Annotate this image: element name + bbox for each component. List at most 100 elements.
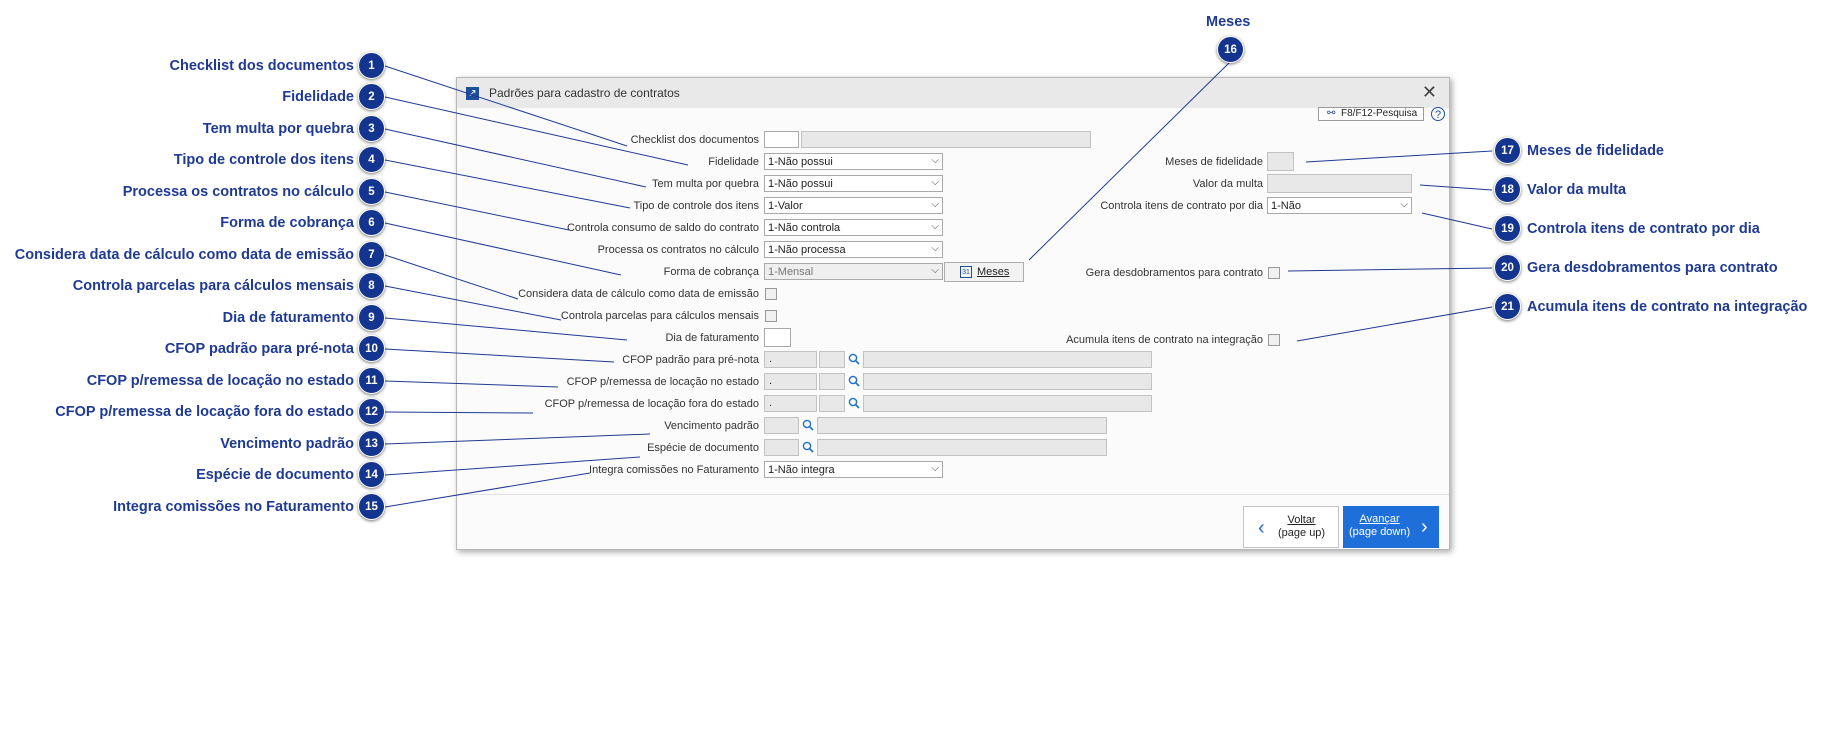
- search-icon[interactable]: [848, 375, 860, 387]
- callout-badge-20: 20: [1494, 254, 1521, 281]
- search-button[interactable]: ⚯ F8/F12-Pesquisa: [1318, 107, 1424, 121]
- acumula-itens-checkbox[interactable]: [1268, 334, 1280, 346]
- callout-label-1: Checklist dos documentos: [169, 58, 354, 74]
- callout-badge-11: 11: [358, 367, 385, 394]
- back-button-label: Voltar(page up): [1278, 514, 1325, 540]
- callout-badge-6: 6: [358, 209, 385, 236]
- dia-faturamento-field[interactable]: [764, 328, 791, 347]
- callout-label-9: Dia de faturamento: [222, 310, 354, 326]
- search-icon[interactable]: [802, 441, 814, 453]
- close-icon[interactable]: ✕: [1421, 82, 1437, 102]
- callout-label-18: Valor da multa: [1527, 182, 1627, 198]
- search-icon[interactable]: [848, 353, 860, 365]
- multa-quebra-select[interactable]: 1-Não possui⌵: [764, 175, 943, 192]
- callout-label-2: Fidelidade: [282, 89, 354, 105]
- app-icon: ↗: [466, 87, 479, 100]
- search-button-label: F8/F12-Pesquisa: [1341, 108, 1418, 119]
- forma-cobranca-value: 1-Mensal: [768, 266, 814, 278]
- multa-quebra-label: Tem multa por quebra: [652, 178, 759, 190]
- callout-label-5: Processa os contratos no cálculo: [122, 184, 354, 200]
- next-button[interactable]: Avançar(page down) ›: [1343, 506, 1439, 548]
- footer-divider: [457, 494, 1449, 495]
- callout-label-4: Tipo de controle dos itens: [173, 152, 354, 168]
- callout-badge-18: 18: [1494, 176, 1521, 203]
- checklist-description-field: [801, 131, 1091, 148]
- vencimento-padrao-code-field: [764, 417, 799, 434]
- parcelas-mensais-checkbox[interactable]: [765, 310, 777, 322]
- processa-calculo-select[interactable]: 1-Não processa⌵: [764, 241, 943, 258]
- callout-badge-3: 3: [358, 115, 385, 142]
- integra-comissoes-select[interactable]: 1-Não integra⌵: [764, 461, 943, 478]
- cfop-prenota-code-field: .: [764, 351, 817, 368]
- callout-badge-2: 2: [358, 83, 385, 110]
- cfop-remessa-fora-label: CFOP p/remessa de locação fora do estado: [544, 398, 759, 410]
- cfop-prenota-label: CFOP padrão para pré-nota: [622, 354, 759, 366]
- callout-badge-14: 14: [358, 461, 385, 488]
- especie-documento-label: Espécie de documento: [647, 442, 759, 454]
- callout-label-10: CFOP padrão para pré-nota: [164, 341, 354, 357]
- callout-badge-19: 19: [1494, 215, 1521, 242]
- controla-itens-dia-value: 1-Não: [1271, 200, 1301, 212]
- chevron-down-icon: ⌵: [931, 243, 939, 254]
- back-button[interactable]: ‹ Voltar(page up): [1243, 506, 1339, 548]
- cfop-remessa-fora-description-field: [863, 395, 1152, 412]
- title-bar[interactable]: ↗ Padrões para cadastro de contratos ✕: [457, 78, 1449, 108]
- chevron-left-icon: ‹: [1258, 517, 1265, 539]
- cfop-remessa-estado-suffix-field: [819, 373, 845, 390]
- calendar-icon: 31: [960, 266, 972, 278]
- binoculars-icon: ⚯: [1327, 108, 1336, 119]
- back-button-line1: Voltar: [1287, 514, 1316, 526]
- callout-label-7: Considera data de cálculo como data de e…: [14, 247, 354, 263]
- meses-button-label: Meses: [977, 266, 1010, 278]
- meses-button[interactable]: 31 Meses: [944, 262, 1024, 282]
- fidelidade-label: Fidelidade: [708, 156, 759, 168]
- gera-desdobramentos-checkbox[interactable]: [1268, 267, 1280, 279]
- cfop-remessa-estado-description-field: [863, 373, 1152, 390]
- tipo-controle-label: Tipo de controle dos itens: [633, 200, 759, 212]
- data-emissao-checkbox[interactable]: [765, 288, 777, 300]
- callout-badge-15: 15: [358, 493, 385, 520]
- callout-badge-13: 13: [358, 430, 385, 457]
- search-icon[interactable]: [802, 419, 814, 431]
- consumo-saldo-select[interactable]: 1-Não controla⌵: [764, 219, 943, 236]
- meses-fidelidade-label: Meses de fidelidade: [1165, 156, 1263, 168]
- forma-cobranca-select: 1-Mensal ⌵: [764, 263, 943, 280]
- gera-desdobramentos-label: Gera desdobramentos para contrato: [1085, 267, 1263, 279]
- callout-label-15: Integra comissões no Faturamento: [113, 499, 354, 515]
- vencimento-padrao-label: Vencimento padrão: [664, 420, 759, 432]
- callout-label-6: Forma de cobrança: [220, 215, 354, 231]
- checklist-label: Checklist dos documentos: [630, 134, 759, 146]
- parcelas-mensais-label: Controla parcelas para cálculos mensais: [560, 310, 759, 322]
- callout-label-19: Controla itens de contrato por dia: [1527, 221, 1760, 237]
- tipo-controle-select[interactable]: 1-Valor⌵: [764, 197, 943, 214]
- controla-itens-dia-label: Controla itens de contrato por dia: [1100, 200, 1263, 212]
- chevron-down-icon: ⌵: [931, 265, 939, 276]
- valor-multa-label: Valor da multa: [1192, 178, 1263, 190]
- search-icon[interactable]: [848, 397, 860, 409]
- callout-badge-9: 9: [358, 304, 385, 331]
- cfop-remessa-fora-code-field: .: [764, 395, 817, 412]
- controla-itens-dia-select[interactable]: 1-Não⌵: [1267, 197, 1412, 214]
- callout-badge-17: 17: [1494, 137, 1521, 164]
- integra-comissoes-value: 1-Não integra: [768, 464, 835, 476]
- tipo-controle-value: 1-Valor: [768, 200, 803, 212]
- callout-label-17: Meses de fidelidade: [1527, 143, 1664, 159]
- consumo-saldo-label: Controla consumo de saldo do contrato: [566, 222, 759, 234]
- valor-multa-field: [1267, 174, 1412, 193]
- checklist-code-field[interactable]: [764, 131, 799, 148]
- help-icon[interactable]: ?: [1431, 107, 1445, 121]
- data-emissao-label: Considera data de cálculo como data de e…: [518, 288, 759, 300]
- especie-documento-code-field: [764, 439, 799, 456]
- cfop-prenota-description-field: [863, 351, 1152, 368]
- callout-badge-12: 12: [358, 398, 385, 425]
- especie-documento-description-field: [817, 439, 1107, 456]
- callout-badge-10: 10: [358, 335, 385, 362]
- dialog-window: ↗ Padrões para cadastro de contratos ✕ ⚯…: [456, 77, 1450, 550]
- callout-badge-7: 7: [358, 241, 385, 268]
- cfop-remessa-fora-suffix-field: [819, 395, 845, 412]
- callout-badge-21: 21: [1494, 293, 1521, 320]
- fidelidade-value: 1-Não possui: [768, 156, 833, 168]
- cfop-prenota-suffix-field: [819, 351, 845, 368]
- fidelidade-select[interactable]: 1-Não possui⌵: [764, 153, 943, 170]
- callout-label-21: Acumula itens de contrato na integração: [1527, 299, 1808, 315]
